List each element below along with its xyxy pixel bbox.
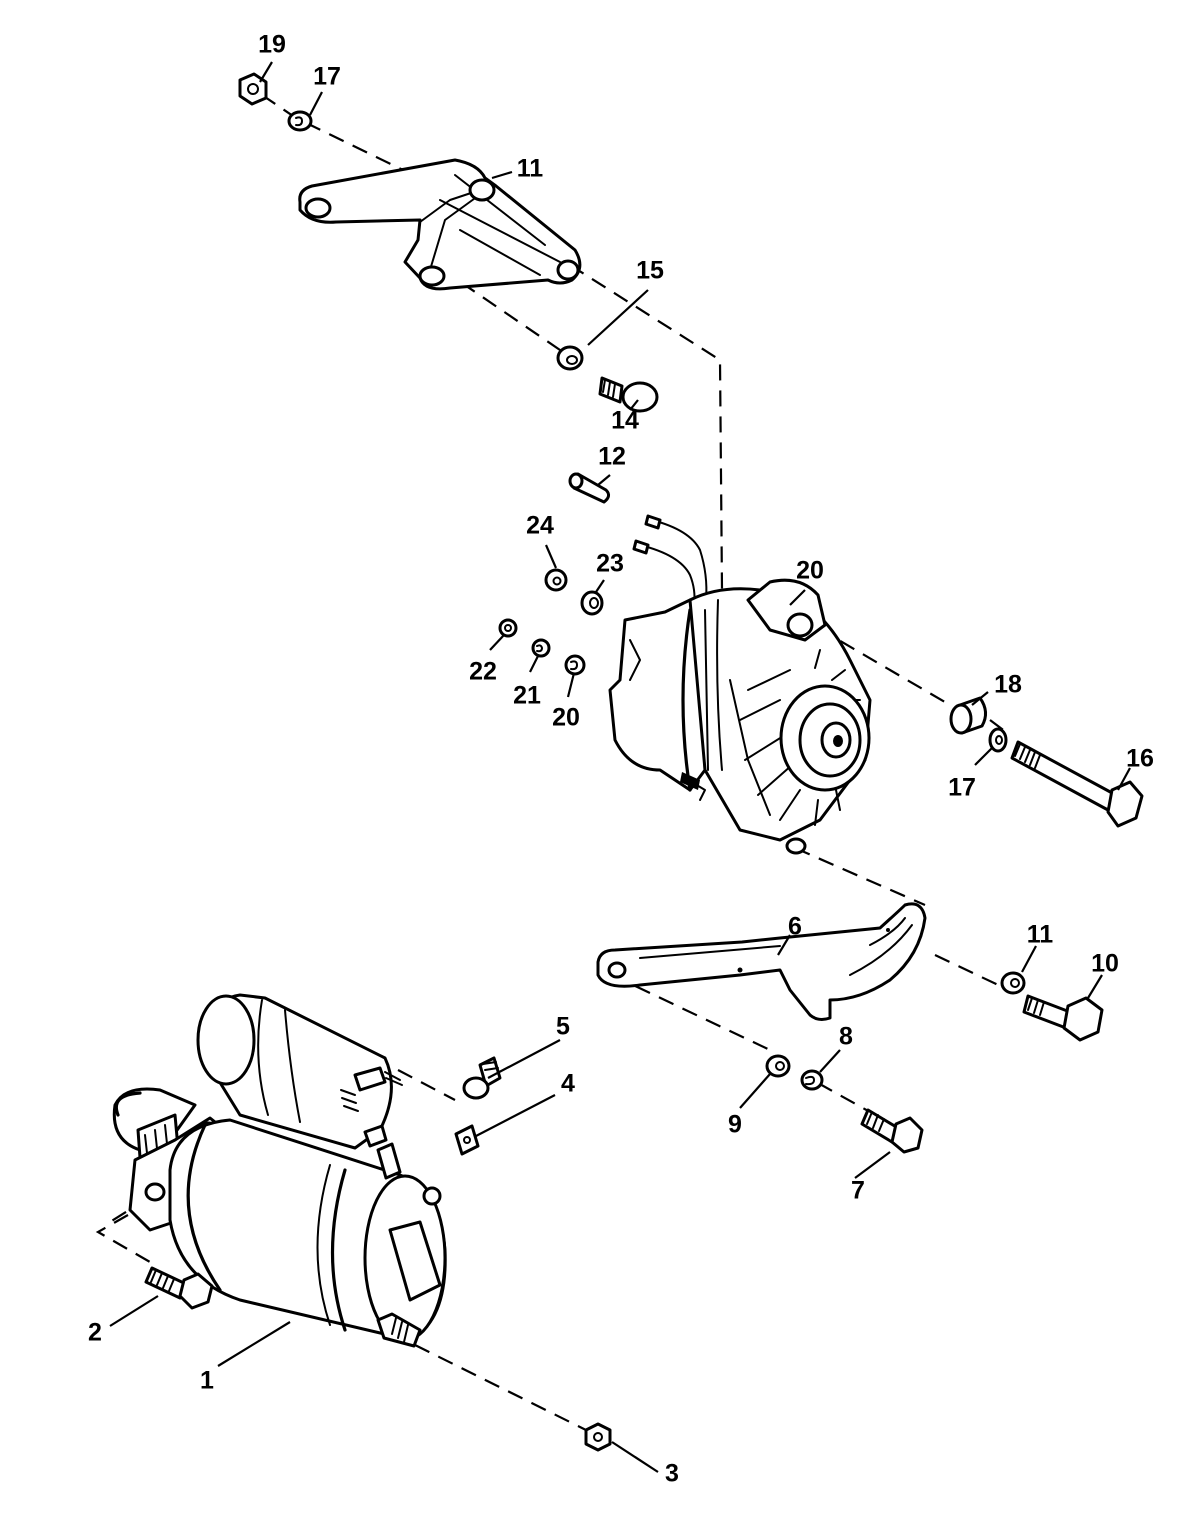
callout-23: 22 bbox=[469, 658, 497, 686]
part-5-bolt bbox=[462, 1056, 502, 1100]
callout-4: 4 bbox=[561, 1070, 575, 1098]
callout-20: 20 bbox=[796, 557, 824, 585]
callout-5: 5 bbox=[556, 1013, 570, 1041]
callout-8: 8 bbox=[839, 1023, 853, 1051]
part-10-bolt bbox=[1022, 994, 1104, 1042]
callout-14: 14 bbox=[611, 407, 639, 435]
callout-22: 21 bbox=[513, 682, 541, 710]
callout-13: 11 bbox=[517, 155, 544, 183]
part-13-mounting-bracket bbox=[298, 158, 582, 291]
part-20-alternator bbox=[608, 514, 872, 855]
part-4-square-nut bbox=[454, 1124, 480, 1156]
callout-18: 18 bbox=[994, 671, 1022, 699]
callout-19: 19 bbox=[258, 31, 286, 59]
callout-3: 3 bbox=[665, 1460, 679, 1488]
callout-7: 7 bbox=[851, 1177, 865, 1205]
part-2-bolt bbox=[144, 1266, 214, 1310]
part-6-adjusting-strap bbox=[596, 902, 927, 1021]
callout-21: 20 bbox=[552, 704, 580, 732]
part-15-lock-washer bbox=[556, 345, 584, 371]
callout-24: 23 bbox=[596, 550, 624, 578]
part-17-washer-top bbox=[287, 110, 313, 132]
callout-6: 6 bbox=[788, 913, 802, 941]
part-23-nut bbox=[498, 618, 518, 638]
callout-9: 9 bbox=[728, 1111, 742, 1139]
callout-labels: 19 17 11 15 14 12 24 23 20 22 21 20 18 1… bbox=[88, 31, 1154, 1488]
part-21-washer bbox=[564, 654, 586, 676]
callout-16: 16 bbox=[1126, 745, 1154, 773]
callout-17-right: 17 bbox=[948, 774, 976, 802]
callout-11: 11 bbox=[1027, 921, 1054, 949]
part-18-spacer bbox=[949, 696, 987, 735]
part-1-starter-motor bbox=[112, 993, 447, 1348]
callout-leader-lines bbox=[109, 61, 1131, 1473]
callout-10: 10 bbox=[1091, 950, 1119, 978]
part-25-nut bbox=[544, 568, 568, 592]
callout-17-top: 17 bbox=[313, 63, 341, 91]
callout-2: 2 bbox=[88, 1319, 102, 1347]
part-17-washer-right bbox=[988, 727, 1008, 753]
callout-15: 15 bbox=[636, 257, 664, 285]
callout-12: 12 bbox=[598, 443, 626, 471]
part-12-pin bbox=[568, 472, 611, 504]
part-8-lock-washer bbox=[800, 1069, 824, 1091]
part-16-long-bolt bbox=[1010, 740, 1144, 828]
part-14-bolt bbox=[598, 376, 659, 413]
part-9-washer bbox=[765, 1054, 791, 1078]
part-7-bolt bbox=[860, 1108, 924, 1154]
callout-25: 24 bbox=[526, 512, 554, 540]
callout-1: 1 bbox=[200, 1367, 214, 1395]
part-22-washer bbox=[531, 638, 551, 658]
part-24-washer bbox=[580, 590, 604, 616]
part-3-nut bbox=[584, 1422, 612, 1452]
part-11-washer bbox=[1000, 971, 1026, 995]
